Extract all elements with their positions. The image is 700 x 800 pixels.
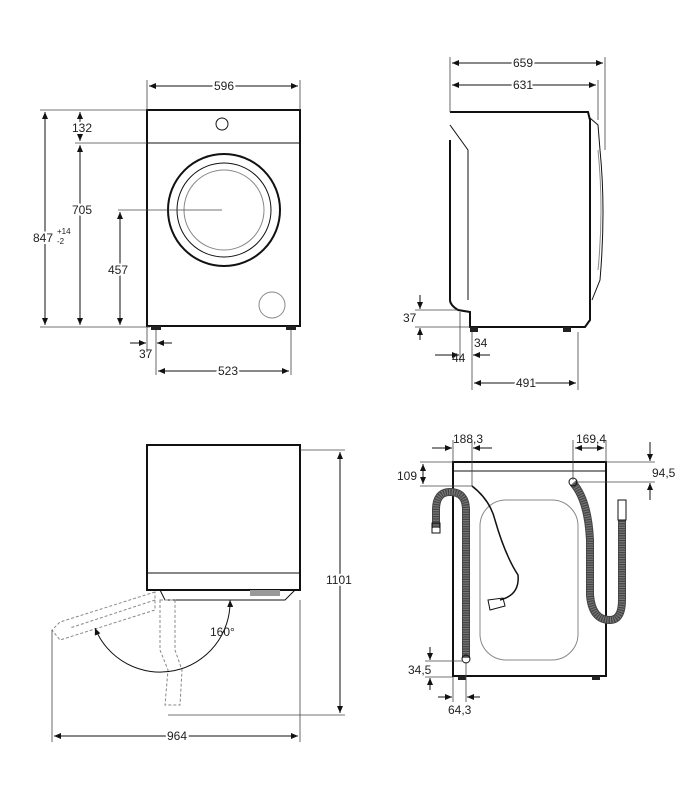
dim-total-height: 847 <box>33 231 53 245</box>
dim-drain-height: 109 <box>397 469 417 483</box>
dim-drain-offset: 188,3 <box>453 432 483 446</box>
drain-hose <box>432 487 470 658</box>
filter-cover <box>258 291 286 319</box>
power-cord <box>471 485 519 601</box>
program-knob <box>215 117 229 131</box>
dim-depth-body: 631 <box>513 78 533 92</box>
back-view: 188,3 169,4 109 94,5 34,5 64,3 <box>397 432 676 717</box>
dim-hose-side: 64,3 <box>448 703 472 717</box>
dim-inlet-offset: 169,4 <box>576 432 606 446</box>
tol-minus: -2 <box>57 237 65 246</box>
dim-side-foot: 34 <box>474 336 488 350</box>
dim-side-foot-span: 491 <box>516 376 536 390</box>
dim-width: 596 <box>214 79 234 93</box>
dim-inlet-height: 94,5 <box>652 466 676 480</box>
dim-hose-bottom: 34,5 <box>408 663 432 677</box>
dim-depth-total: 659 <box>513 56 533 70</box>
dim-foot-span: 523 <box>218 364 238 378</box>
dim-top-panel: 132 <box>72 121 92 135</box>
dim-open-width: 964 <box>167 729 187 743</box>
tol-plus: +14 <box>57 227 71 236</box>
dim-open-depth: 1101 <box>326 573 352 587</box>
inlet-hose <box>569 480 626 625</box>
side-view: 659 631 37 34 44 491 <box>403 54 606 392</box>
top-view-door-open: 160° 1101 964 <box>51 444 354 745</box>
dim-side-foot-height: 37 <box>403 311 417 325</box>
door-angle-label: 160° <box>210 625 235 639</box>
dim-foot-offset: 37 <box>139 347 153 361</box>
dim-door-center: 457 <box>108 263 128 277</box>
front-view: 596 847 +14 -2 132 705 457 37 523 <box>31 77 301 380</box>
dim-side-foot-offset: 44 <box>452 351 466 365</box>
plug-icon <box>487 597 506 611</box>
dim-door-height: 705 <box>72 203 92 217</box>
